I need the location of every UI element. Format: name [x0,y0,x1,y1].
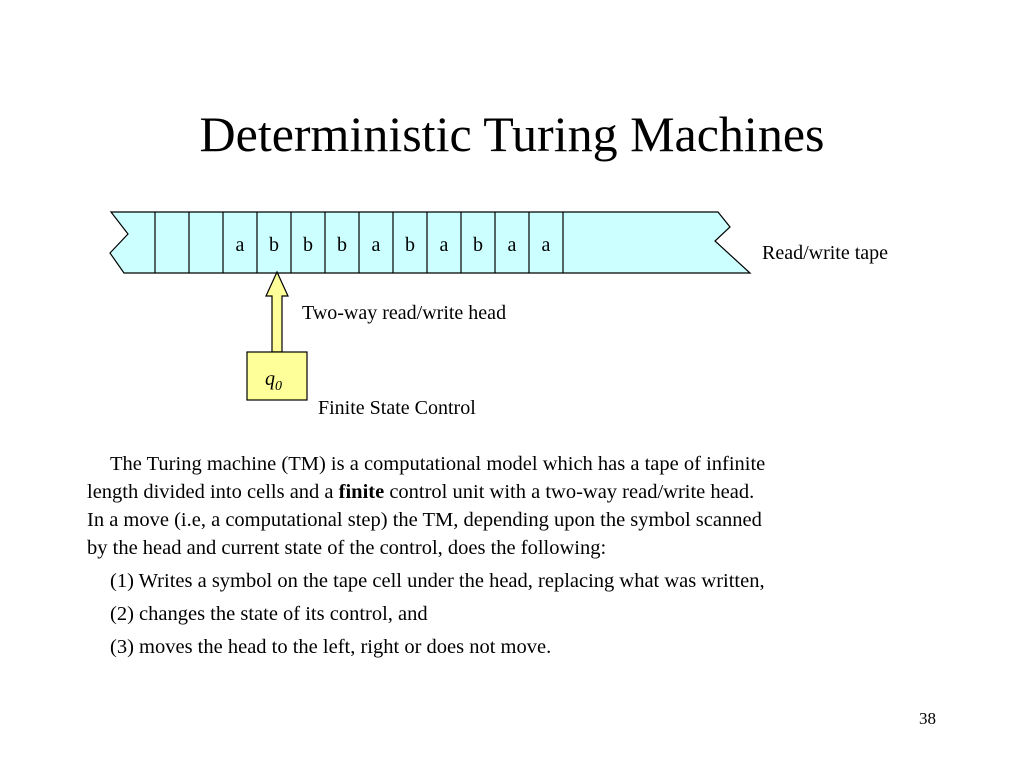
step-3: (3) moves the head to the left, right or… [110,636,552,658]
description-paragraph: The Turing machine (TM) is a computation… [87,450,947,562]
step-2: (2) changes the state of its control, an… [110,603,428,625]
tape-cell-symbol: b [303,234,313,256]
control-state: q0 [265,368,282,394]
paragraph-line: The Turing machine (TM) is a computation… [110,453,766,475]
tape-cell-symbol: a [508,234,517,256]
step-1: (1) Writes a symbol on the tape cell und… [110,570,765,592]
finite-state-control-box [246,351,308,401]
control-label: Finite State Control [318,397,476,419]
tape-label: Read/write tape [762,242,888,264]
paragraph-line: length divided into cells and a [87,481,339,503]
tape-cell-symbol: b [337,234,347,256]
head-arrow [265,270,289,353]
control-state-subscript: 0 [275,379,282,394]
control-state-symbol: q [265,368,275,390]
paragraph-line: by the head and current state of the con… [87,537,607,559]
tape-cell-symbol: b [473,234,483,256]
description: The Turing machine (TM) is a computation… [87,450,947,661]
page-number: 38 [919,709,936,728]
tape-cell-symbol: b [269,234,279,256]
bold-finite: finite [338,481,385,503]
tape-cell-symbol: a [236,234,245,256]
tape-cell-symbol: a [542,234,551,256]
slide-title: Deterministic Turing Machines [199,106,825,162]
tape-body [109,211,752,274]
paragraph-line: In a move (i.e, a computational step) th… [87,509,762,531]
tape-cell-symbol: a [372,234,381,256]
paragraph-line: control unit with a two-way read/write h… [384,481,755,503]
head-label: Two-way read/write head [302,302,506,324]
tape-cell-symbol: b [405,234,415,256]
tape-cell-symbol: a [440,234,449,256]
